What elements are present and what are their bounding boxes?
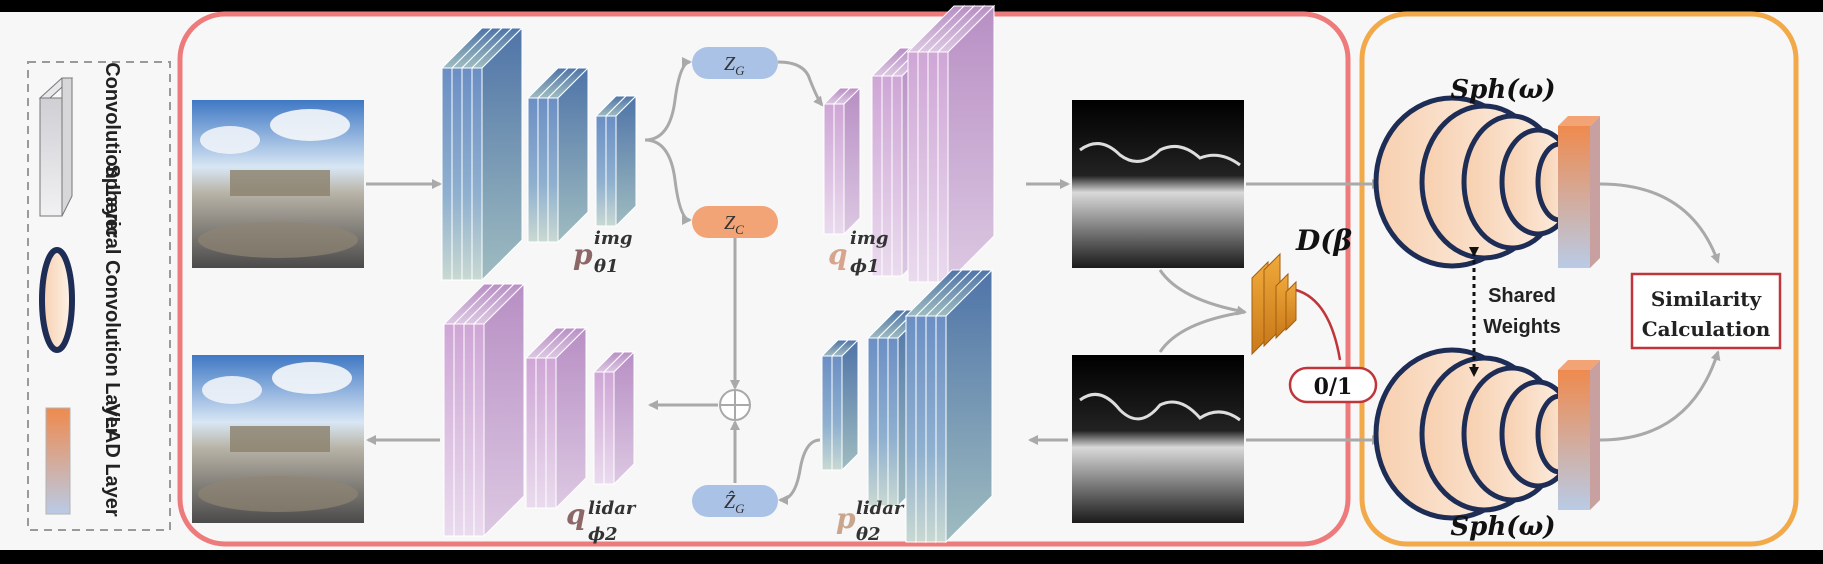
spherical-conv-bottom	[1373, 347, 1585, 521]
encoder-lidar-q-layer-7	[544, 326, 588, 510]
encoder-lidar-q	[442, 282, 636, 538]
svg-text:p: p	[836, 502, 856, 535]
label-q-img-main: q	[828, 238, 848, 271]
vae-frame	[177, 11, 1351, 547]
svg-text:ZC: ZC	[724, 212, 744, 237]
latent-zg-box: ZG	[692, 47, 778, 79]
flow-arrows	[366, 57, 1721, 505]
label-p-lidar-sup: lidar	[856, 498, 905, 519]
latent-zg-hat-box: ẐG	[692, 485, 778, 517]
label-q-img: q img ϕ1	[828, 228, 888, 277]
similarity-line-1: Similarity	[1651, 287, 1763, 311]
legend-conv-label: Convolution Layer	[101, 62, 123, 238]
encoder-img-p-layer-9	[604, 94, 638, 228]
label-p-lidar: p lidar θ2	[836, 498, 905, 545]
label-q-lidar-main: q	[566, 498, 586, 531]
label-p-img-sub: θ1	[594, 256, 619, 277]
discriminator-output-box: 0/1	[1288, 366, 1378, 404]
decoder-lidar-p-layer-9	[934, 268, 994, 544]
sph-label-bottom: Sph(ω)	[1450, 512, 1555, 542]
svg-text:q: q	[566, 498, 586, 531]
vlad-layer-top	[1558, 116, 1600, 268]
latent-zg-sub: G	[735, 63, 745, 78]
label-p-img: p img θ1	[573, 228, 632, 277]
latent-zc-box: ZC	[692, 206, 778, 238]
svg-text:p: p	[573, 238, 593, 271]
encoder-img-p-layer-4	[470, 26, 524, 282]
label-p-img-main: p	[573, 238, 593, 271]
label-q-lidar: q lidar ϕ2	[566, 498, 637, 545]
latent-zc-sub: C	[735, 222, 744, 237]
legend-vlad-icon	[45, 407, 71, 515]
encoder-lidar-q-layer-4	[472, 282, 526, 538]
placerecognition-frame	[1359, 11, 1799, 547]
legend-vlad-label: VLAD Layer	[101, 403, 123, 517]
depth-map-top	[1072, 100, 1244, 268]
similarity-line-2: Calculation	[1642, 317, 1771, 341]
legend-spherical-label: Spherical Convolution Layer	[101, 164, 123, 435]
decoder-img-q	[822, 4, 996, 284]
encoder-img-p	[440, 26, 638, 282]
legend-spherical-icon	[39, 247, 75, 353]
decoder-img-q-layer-2	[832, 86, 862, 236]
label-q-lidar-sub: ϕ2	[588, 524, 617, 545]
encoder-lidar-q-layer-9	[602, 350, 636, 486]
panorama-image-input	[192, 100, 364, 268]
vlad-layer-bottom	[1558, 360, 1600, 510]
encoder-img-p-layer-7	[546, 66, 590, 244]
shared-weights-label-1: Shared	[1488, 285, 1556, 307]
discriminator-output-label: 0/1	[1314, 374, 1353, 400]
legend-box: Convolution Layer Spherical Convolution …	[27, 61, 171, 531]
legend-conv-icon	[38, 77, 74, 217]
discriminator-block	[1251, 252, 1297, 356]
sph-label-top: Sph(ω)	[1450, 75, 1555, 105]
label-p-lidar-sub: θ2	[856, 524, 881, 545]
label-q-lidar-sup: lidar	[588, 498, 637, 519]
decoder-img-q-layer-9	[936, 4, 996, 284]
shared-weights-label-2: Weights	[1483, 316, 1560, 338]
label-p-img-sup: img	[594, 228, 632, 249]
depth-map-bottom	[1072, 355, 1244, 523]
label-p-lidar-main: p	[836, 502, 856, 535]
discriminator-label: D(β	[1295, 224, 1353, 257]
latent-zg-main: Z	[724, 53, 736, 75]
concat-operator	[719, 389, 751, 421]
decoder-lidar-p-layer-2	[830, 338, 860, 472]
latent-zg-hat-sub: G	[735, 501, 745, 516]
discriminator-output-line	[1295, 288, 1342, 361]
decoder-lidar-p	[820, 268, 994, 544]
svg-text:ẐG: ẐG	[724, 490, 745, 516]
svg-text:q: q	[828, 238, 848, 271]
similarity-box: Similarity Calculation	[1630, 272, 1782, 350]
panorama-image-reconstructed	[192, 355, 364, 523]
latent-zg-hat-main: Ẑ	[724, 490, 736, 513]
label-q-img-sub: ϕ1	[850, 256, 879, 277]
latent-zc-main: Z	[724, 212, 736, 234]
label-q-img-sup: img	[850, 228, 888, 249]
svg-text:ZG: ZG	[724, 53, 745, 78]
